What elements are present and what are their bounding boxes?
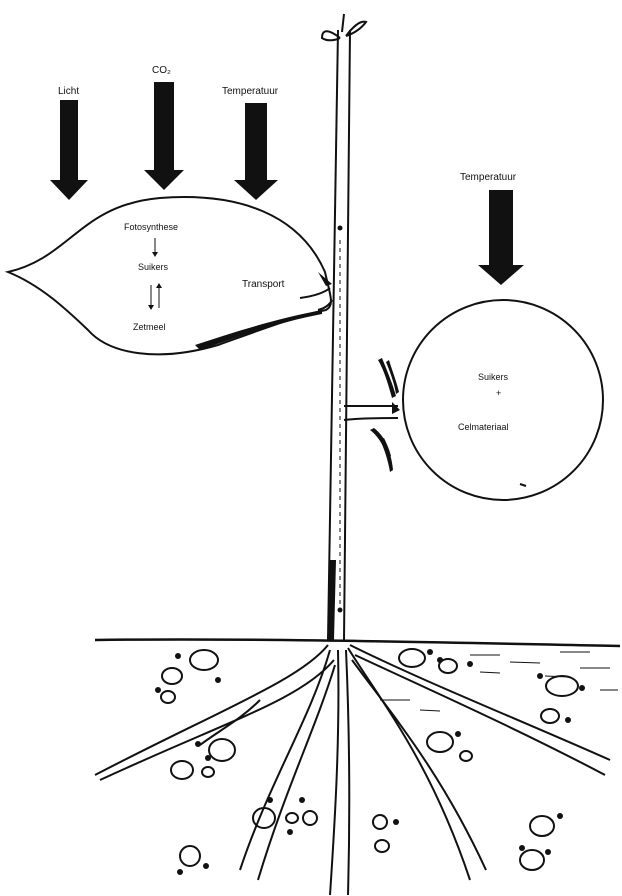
cell-material-label: Celmateriaal xyxy=(458,422,509,432)
starch-label: Zetmeel xyxy=(133,322,166,332)
apical-bud-icon xyxy=(322,14,366,40)
soil-texture xyxy=(380,652,618,711)
sepals-icon xyxy=(370,358,399,472)
temperature-leaf-label: Temperatuur xyxy=(222,86,279,97)
temperature-fruit-label: Temperatuur xyxy=(460,172,517,183)
leaf-outline xyxy=(8,197,331,354)
root-system xyxy=(95,645,610,895)
stem-outline xyxy=(328,30,338,640)
fruit-stalk-arrow-icon xyxy=(392,402,400,414)
transport-label: Transport xyxy=(242,279,285,290)
light-label: Licht xyxy=(58,86,79,97)
light-arrow-icon xyxy=(50,100,88,200)
soil-line xyxy=(95,639,620,646)
photosynthesis-label: Fotosynthese xyxy=(124,222,178,232)
co2-label: CO₂ xyxy=(152,65,171,76)
fruit-sugars-label: Suikers xyxy=(478,372,509,382)
fruit-outline xyxy=(403,300,603,500)
co2-arrow-icon xyxy=(144,82,184,190)
arrowhead-down-icon xyxy=(152,252,158,257)
fruit-plus-label: + xyxy=(496,388,501,398)
sugars-starch-equilibrium-icon xyxy=(148,283,162,310)
temperature-fruit-arrow-icon xyxy=(478,190,524,285)
temperature-leaf-arrow-icon xyxy=(234,103,278,200)
leaf-shading xyxy=(195,310,322,350)
leaf-sugars-label: Suikers xyxy=(138,262,169,272)
